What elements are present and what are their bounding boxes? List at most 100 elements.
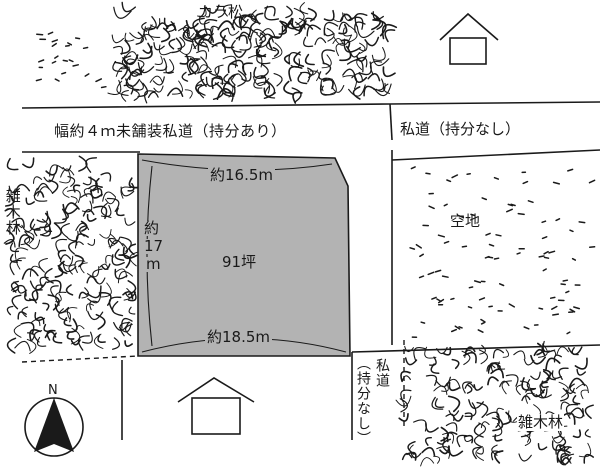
tree-scribble-icon bbox=[47, 294, 60, 311]
tree-scribble-icon bbox=[476, 447, 484, 455]
dot-field-icon bbox=[555, 218, 561, 222]
tree-scribble-icon bbox=[128, 70, 141, 81]
tree-scribble-icon bbox=[14, 247, 29, 262]
tree-scribble-icon bbox=[163, 17, 175, 27]
dot-field-icon bbox=[461, 245, 468, 248]
tree-scribble-icon bbox=[67, 230, 79, 242]
dot-field-icon bbox=[541, 236, 548, 240]
dot-field-icon bbox=[569, 229, 574, 233]
dot-field-icon bbox=[468, 286, 474, 289]
tree-scribble-icon bbox=[70, 339, 81, 346]
tree-scribble-icon bbox=[197, 64, 212, 74]
tree-scribble-icon bbox=[21, 306, 29, 318]
tree-scribble-icon bbox=[373, 83, 392, 96]
tree-scribble-icon bbox=[195, 78, 206, 96]
tree-scribble-icon bbox=[401, 452, 413, 461]
tree-scribble-icon bbox=[479, 344, 486, 355]
tree-scribble-icon bbox=[88, 176, 98, 193]
tree-scribble-icon bbox=[22, 157, 35, 169]
label-north: N bbox=[48, 383, 58, 398]
tree-scribble-icon bbox=[433, 455, 441, 464]
tree-scribble-icon bbox=[149, 75, 164, 84]
tree-scribble-icon bbox=[124, 32, 135, 42]
tree-scribble-icon bbox=[307, 69, 319, 76]
tree-scribble-icon bbox=[24, 291, 36, 302]
tree-scribble-icon bbox=[113, 45, 124, 55]
tree-scribble-icon bbox=[297, 72, 308, 85]
tree-scribble-icon bbox=[211, 41, 227, 54]
dot-field-icon bbox=[418, 275, 425, 279]
tree-scribble-icon bbox=[135, 31, 145, 45]
tree-scribble-icon bbox=[257, 81, 271, 94]
tree-scribble-icon bbox=[464, 412, 473, 421]
tree-scribble-icon bbox=[367, 73, 381, 82]
tree-scribble-icon bbox=[87, 184, 99, 194]
dot-field-icon bbox=[527, 200, 534, 204]
tree-scribble-icon bbox=[314, 37, 327, 46]
tree-scribble-icon bbox=[36, 336, 47, 347]
tree-scribble-icon bbox=[102, 191, 116, 202]
dot-field-icon bbox=[64, 44, 70, 47]
dot-field-icon bbox=[470, 213, 476, 217]
dot-field-icon bbox=[477, 329, 484, 333]
tree-scribble-icon bbox=[401, 375, 411, 382]
tree-scribble-icon bbox=[124, 323, 133, 337]
tree-scribble-icon bbox=[530, 371, 541, 380]
tree-scribble-icon bbox=[252, 76, 270, 87]
tree-scribble-icon bbox=[558, 367, 569, 380]
tree-scribble-icon bbox=[363, 85, 376, 97]
tree-scribble-icon bbox=[87, 310, 104, 321]
dot-field-icon bbox=[541, 220, 547, 224]
dot-field-icon bbox=[567, 168, 574, 172]
tree-scribble-icon bbox=[67, 175, 76, 187]
tree-scribble-icon bbox=[519, 380, 530, 393]
tree-scribble-icon bbox=[440, 426, 450, 442]
tree-scribble-icon bbox=[279, 17, 293, 27]
dot-field-icon bbox=[573, 306, 581, 310]
tree-scribble-icon bbox=[369, 60, 383, 76]
tree-scribble-icon bbox=[349, 51, 361, 58]
dot-field-icon bbox=[538, 307, 544, 310]
tree-scribble-icon bbox=[537, 442, 548, 451]
tree-scribble-icon bbox=[342, 75, 358, 90]
tree-scribble-icon bbox=[129, 251, 139, 267]
tree-scribble-icon bbox=[584, 429, 591, 438]
tree-scribble-icon bbox=[238, 14, 254, 31]
tree-scribble-icon bbox=[185, 19, 199, 29]
tree-scribble-icon bbox=[81, 200, 93, 213]
tree-scribble-icon bbox=[254, 12, 264, 25]
tree-scribble-icon bbox=[480, 421, 490, 429]
tree-scribble-icon bbox=[160, 27, 171, 43]
tree-scribble-icon bbox=[476, 401, 489, 418]
dot-field-icon bbox=[437, 234, 446, 238]
tree-scribble-icon bbox=[424, 436, 433, 446]
tree-scribble-icon bbox=[125, 73, 140, 91]
label-depth-yaku: 約 bbox=[144, 219, 160, 237]
tree-scribble-icon bbox=[464, 349, 475, 358]
tree-scribble-icon bbox=[492, 422, 503, 437]
tree-scribble-icon bbox=[321, 49, 335, 65]
dot-field-icon bbox=[431, 296, 437, 300]
dot-field-icon bbox=[67, 42, 73, 46]
tree-scribble-icon bbox=[87, 291, 102, 304]
tree-scribble-icon bbox=[119, 243, 128, 256]
tree-scribble-icon bbox=[194, 29, 208, 48]
dot-field-icon bbox=[454, 325, 461, 330]
tree-scribble-icon bbox=[55, 291, 67, 306]
tree-scribble-icon bbox=[95, 177, 103, 188]
tree-scribble-icon bbox=[447, 395, 461, 413]
tree-scribble-icon bbox=[154, 55, 163, 65]
tree-scribble-icon bbox=[26, 338, 37, 354]
tree-scribble-icon bbox=[339, 45, 352, 62]
dot-field-icon bbox=[481, 197, 488, 201]
north-arrow-icon bbox=[24, 397, 84, 457]
tree-scribble-icon bbox=[137, 59, 145, 70]
tree-scribble-icon bbox=[259, 28, 276, 38]
tree-scribble-icon bbox=[535, 388, 548, 399]
tree-scribble-icon bbox=[137, 82, 149, 98]
tree-scribble-icon bbox=[168, 38, 176, 50]
tree-scribble-icon bbox=[75, 325, 85, 333]
tree-scribble-icon bbox=[92, 187, 103, 197]
tree-scribble-icon bbox=[100, 282, 112, 298]
tree-scribble-icon bbox=[398, 412, 409, 422]
